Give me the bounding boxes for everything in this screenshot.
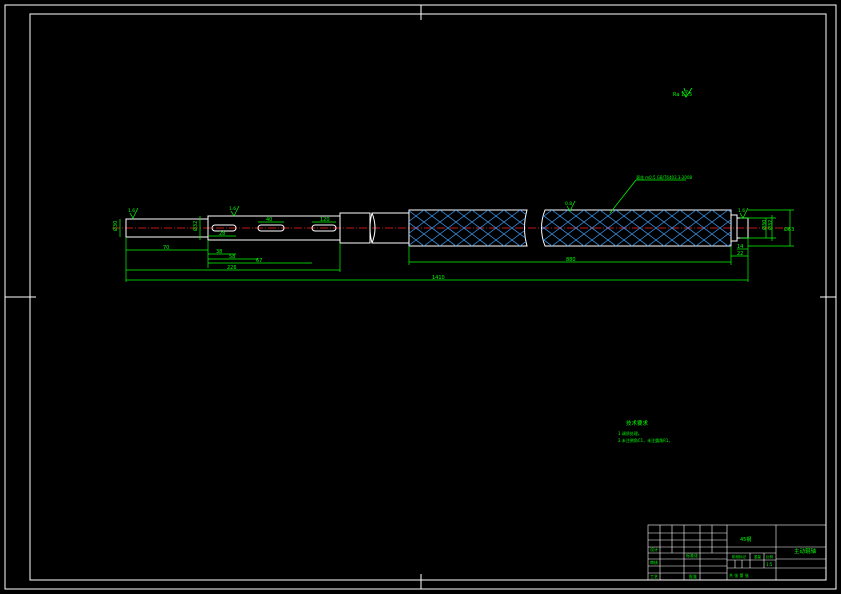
dim-len-r1: 14 bbox=[737, 244, 743, 250]
scale-value: 1:5 bbox=[766, 562, 773, 567]
dim-len-c: 28 bbox=[219, 231, 225, 237]
dim-d-body: Ø63 bbox=[784, 226, 794, 233]
dimension-texts: Ø30 Ø32 70 28 38 58 67 226 40 120 880 14… bbox=[112, 174, 794, 281]
part-name: 主动辊轴 bbox=[794, 547, 817, 555]
stage-label: 阶段标记 bbox=[732, 554, 746, 559]
material-text: 45钢 bbox=[740, 536, 751, 543]
svg-text:1.6: 1.6 bbox=[128, 208, 135, 214]
outer-frame bbox=[4, 4, 837, 590]
centering-marks bbox=[5, 5, 836, 589]
dim-len-a: 70 bbox=[163, 245, 169, 251]
svg-text:0.8: 0.8 bbox=[565, 201, 572, 207]
dim-len-total: 1410 bbox=[432, 275, 445, 281]
dim-d-right: Ø30 bbox=[761, 220, 768, 230]
dim-len-d: 40 bbox=[266, 217, 272, 223]
check-label: 审核 bbox=[650, 559, 658, 565]
tech-item-2: 2.未注倒角C1，未注圆角R1。 bbox=[618, 437, 672, 443]
dim-len-r2: 22 bbox=[737, 251, 743, 257]
process-label: 工艺 bbox=[650, 574, 658, 579]
design-label: 设计 bbox=[650, 546, 658, 552]
dimension-lines bbox=[119, 179, 794, 282]
dim-d1: Ø30 bbox=[112, 221, 119, 231]
scale-label: 比例 bbox=[766, 554, 774, 559]
knurl-hatch bbox=[409, 210, 731, 246]
svg-text:1.6: 1.6 bbox=[738, 208, 745, 214]
dim-d-right2: Ø32 bbox=[767, 220, 774, 230]
title-block bbox=[647, 524, 827, 581]
dim-len-f: 67 bbox=[256, 258, 262, 264]
tech-item-1: 1.调质处理。 bbox=[618, 430, 642, 436]
dim-d2: Ø32 bbox=[192, 221, 199, 231]
weight-label: 重量 bbox=[754, 554, 762, 559]
std-label: 标准化 bbox=[686, 552, 698, 558]
dim-len-e: 58 bbox=[229, 254, 235, 260]
leader-note: 滚花 m0.5 GB/T6403.3-2008 bbox=[636, 174, 693, 180]
approve-label: 批准 bbox=[689, 573, 697, 579]
technical-requirements: 技术要求 1.调质处理。 2.未注倒角C1，未注圆角R1。 bbox=[618, 419, 672, 443]
sheet-text: 共 张 第 张 bbox=[729, 572, 749, 578]
general-roughness: Ra 12.5 bbox=[673, 87, 693, 98]
svg-text:1.6: 1.6 bbox=[229, 206, 236, 212]
svg-text:Ra 12.5: Ra 12.5 bbox=[673, 92, 692, 98]
dim-len-b: 38 bbox=[216, 249, 222, 255]
dim-len-g: 120 bbox=[320, 217, 330, 223]
inner-frame bbox=[29, 13, 827, 581]
dim-len-knurl: 880 bbox=[566, 257, 576, 263]
dim-len-h: 226 bbox=[227, 265, 237, 271]
part-roughness: 1.6 1.6 0.8 1.6 bbox=[128, 200, 749, 219]
title-block-text: 45钢 主动辊轴 设计 审核 工艺 标准化 批准 阶段标记 重量 比例 1:5 … bbox=[650, 536, 817, 579]
tech-title: 技术要求 bbox=[626, 419, 649, 427]
